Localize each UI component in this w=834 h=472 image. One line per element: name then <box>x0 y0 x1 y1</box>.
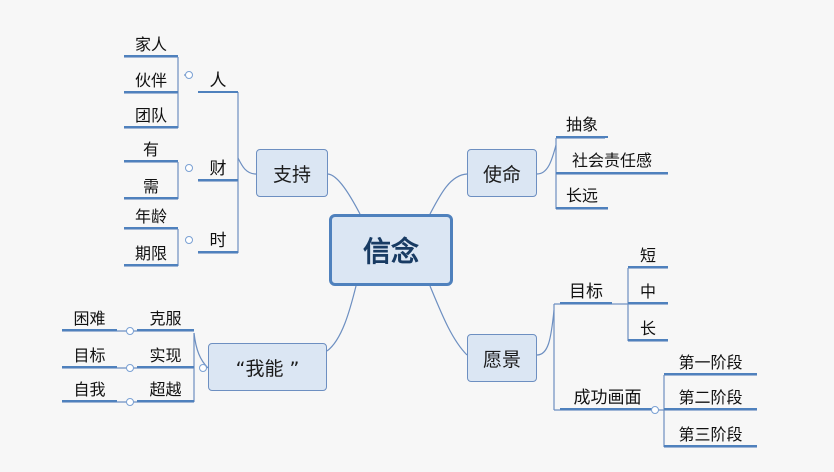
connector-dot <box>651 406 659 414</box>
branch-node-vision[interactable]: 愿景 <box>467 334 537 382</box>
connector-dot <box>185 236 193 244</box>
leaf-node-dierjieduan[interactable]: 第二阶段 <box>664 383 757 410</box>
leaf-node-zhong[interactable]: 中 <box>628 277 668 304</box>
topic-node-mubiao[interactable]: 目标 <box>560 277 612 304</box>
connector-dot <box>185 164 193 172</box>
branch-node-support[interactable]: 支持 <box>256 149 328 197</box>
leaf-node-you[interactable]: 有 <box>124 135 178 162</box>
leaf-node-nianling[interactable]: 年龄 <box>124 202 178 229</box>
leaf-node-changyuan[interactable]: 长远 <box>556 181 608 209</box>
leaf-node-shehuizerengan[interactable]: 社会责任感 <box>556 146 668 174</box>
leaf-node-tuandui[interactable]: 团队 <box>124 101 178 128</box>
leaf-node-kefu[interactable]: 克服 <box>137 304 194 331</box>
connector-dot <box>126 364 134 372</box>
leaf-node-disanjieduan[interactable]: 第三阶段 <box>664 420 757 447</box>
branch-node-ican[interactable]: “我能 ” <box>208 343 327 391</box>
leaf-node-kunnan[interactable]: 困难 <box>62 304 117 331</box>
connector-dot <box>126 327 134 335</box>
topic-node-cai[interactable]: 财 <box>198 154 238 181</box>
center-node[interactable]: 信念 <box>329 214 453 286</box>
leaf-node-duan[interactable]: 短 <box>628 241 668 268</box>
leaf-node-chaoyue[interactable]: 超越 <box>137 375 194 402</box>
leaf-node-ziwo[interactable]: 自我 <box>62 375 117 402</box>
connector-dot <box>185 71 193 79</box>
connector-dot <box>126 398 134 406</box>
leaf-node-chang[interactable]: 长 <box>628 314 668 341</box>
topic-node-chenggonghuamian[interactable]: 成功画面 <box>560 383 655 410</box>
leaf-node-xu[interactable]: 需 <box>124 172 178 199</box>
topic-node-shi[interactable]: 时 <box>198 226 238 253</box>
leaf-node-mubiao-ican[interactable]: 目标 <box>62 341 117 368</box>
leaf-node-huoban[interactable]: 伙伴 <box>124 66 178 93</box>
connector-dot <box>199 364 207 372</box>
leaf-node-chouxiang[interactable]: 抽象 <box>556 110 608 138</box>
leaf-node-jiaren[interactable]: 家人 <box>124 30 178 57</box>
leaf-node-shixian[interactable]: 实现 <box>137 341 194 368</box>
leaf-node-diyijieduan[interactable]: 第一阶段 <box>664 348 757 375</box>
branch-node-mission[interactable]: 使命 <box>467 149 537 197</box>
topic-node-ren[interactable]: 人 <box>198 66 238 93</box>
leaf-node-qixian[interactable]: 期限 <box>124 239 178 266</box>
